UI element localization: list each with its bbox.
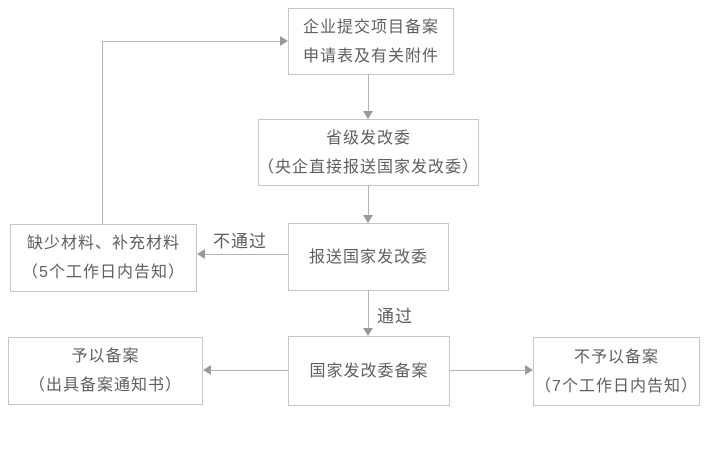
connector-feedback-vertical: [102, 41, 103, 224]
connector-report-filing: [368, 291, 369, 329]
node-submit-application: 企业提交项目备案 申请表及有关附件: [288, 8, 454, 75]
node-report-national-drc: 报送国家发改委: [288, 223, 449, 291]
node-filing-rejected: 不予以备案 （7个工作日内告知）: [533, 337, 700, 406]
node-filing-approved: 予以备案 （出具备案通知书）: [8, 337, 203, 405]
node-submit-line2: 申请表及有关附件: [302, 47, 439, 65]
node-approved-line2: （出具备案通知书）: [28, 377, 182, 394]
connector-feedback-horizontal: [102, 41, 280, 42]
node-filing-line1: 国家发改委备案: [309, 362, 429, 380]
node-submit-line1: 企业提交项目备案: [302, 18, 439, 36]
node-national-drc-filing: 国家发改委备案: [288, 336, 450, 406]
node-provincial-line1: 省级发改委: [325, 129, 411, 147]
arrowhead-into-filing: [363, 328, 373, 336]
node-provincial-line2: （央企直接报送国家发改委）: [258, 158, 480, 176]
connector-submit-provincial: [368, 75, 369, 112]
connector-filing-approved: [210, 370, 288, 371]
arrowhead-into-missing: [197, 249, 205, 259]
node-missing-materials: 缺少材料、补充材料 （5个工作日内告知）: [10, 224, 197, 292]
arrowhead-into-approved: [203, 365, 211, 375]
node-provincial-drc: 省级发改委 （央企直接报送国家发改委）: [258, 119, 479, 186]
connector-filing-rejected: [450, 370, 526, 371]
arrowhead-into-report: [363, 215, 373, 223]
node-rejected-line1: 不予以备案: [573, 348, 659, 366]
arrowhead-into-rejected: [525, 365, 533, 375]
connector-provincial-report: [368, 186, 369, 216]
node-approved-line1: 予以备案: [71, 348, 140, 365]
arrowhead-into-provincial: [363, 111, 373, 119]
node-rejected-line2: （7个工作日内告知）: [535, 377, 698, 395]
arrowhead-into-submit: [280, 36, 288, 46]
node-missing-line2: （5个工作日内告知）: [22, 264, 185, 281]
node-missing-line1: 缺少材料、补充材料: [26, 235, 180, 252]
connector-report-missing: [204, 254, 288, 255]
edge-label-fail: 不通过: [213, 227, 267, 252]
edge-label-pass: 通过: [377, 302, 413, 327]
node-report-line1: 报送国家发改委: [308, 248, 428, 266]
